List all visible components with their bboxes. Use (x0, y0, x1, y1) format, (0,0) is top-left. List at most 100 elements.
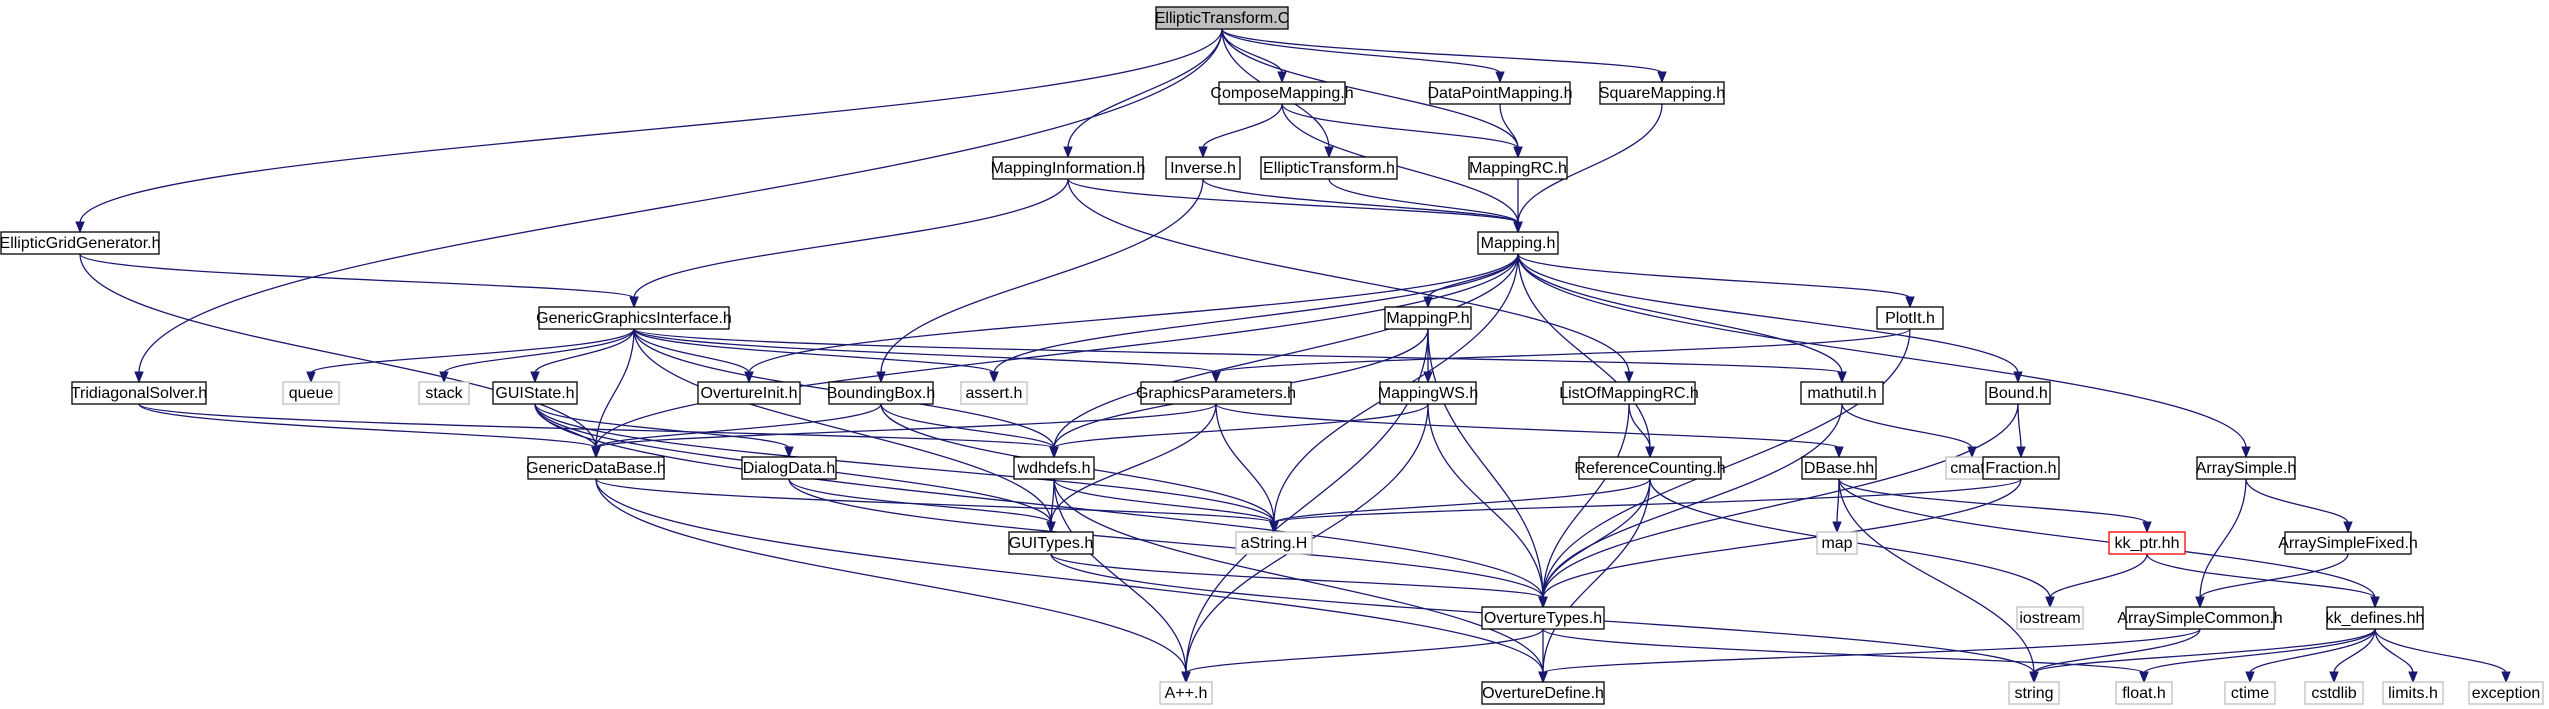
node-mapping-h[interactable]: Mapping.h (1477, 231, 1559, 255)
edge-line (1427, 403, 1544, 599)
node-dbase-hh[interactable]: DBase.hh (1801, 456, 1877, 480)
edge-line (1838, 478, 2148, 524)
node-inverse-h[interactable]: Inverse.h (1165, 156, 1241, 180)
edge-referencecounting-h-to-overturetypes-h (1538, 478, 1651, 609)
node-mathutil-h[interactable]: mathutil.h (1800, 381, 1884, 405)
edge-arrowhead (1181, 671, 1191, 684)
edge-line (1215, 403, 1275, 524)
node-composemapping-h[interactable]: ComposeMapping.h (1210, 81, 1354, 105)
node-label: GenericDataBase.h (526, 460, 666, 477)
edge-line (2033, 628, 2201, 674)
edge-line (1215, 403, 1840, 449)
node-box (1599, 81, 1725, 105)
node-astring-h[interactable]: aString.H (1235, 531, 1313, 555)
node-mappingp-h[interactable]: MappingP.h (1384, 306, 1472, 330)
node-queue[interactable]: queue (282, 381, 340, 405)
node-genericgraphicsinterface-h[interactable]: GenericGraphicsInterface.h (536, 306, 732, 330)
node-label: MappingWS.h (1378, 385, 1479, 402)
edge-arrowhead (2013, 371, 2023, 384)
node-kk-ptr-hh[interactable]: kk_ptr.hh (2108, 531, 2186, 555)
node-label: aString.H (1241, 535, 1308, 552)
node-exception[interactable]: exception (2468, 681, 2544, 705)
node-datapointmapping-h[interactable]: DataPointMapping.h (1428, 81, 1573, 105)
edge-overturetypes-h-to-aplusplus-h (1181, 628, 1544, 684)
edge-arrowhead (2142, 521, 2152, 534)
edge-line (443, 328, 635, 374)
edge-line (633, 178, 1069, 299)
node-overturedefine-h[interactable]: OvertureDefine.h (1481, 681, 1605, 705)
node-arraysimplefixed-h[interactable]: ArraySimpleFixed.h (2278, 531, 2418, 555)
edge-kk-ptr-hh-to-iostream (2045, 553, 2148, 609)
node-label: GenericGraphicsInterface.h (536, 310, 732, 327)
node-box (1468, 156, 1568, 180)
edge-plotit-h-to-graphicsparameters-h (1211, 328, 1911, 384)
edge-line (595, 253, 1519, 449)
node-kk-defines-hh[interactable]: kk_defines.hh (2326, 606, 2425, 630)
node-assert-h[interactable]: assert.h (960, 381, 1028, 405)
node-guitypes-h[interactable]: GUITypes.h (1008, 531, 1094, 555)
node-aplusplus-h[interactable]: A++.h (1159, 681, 1213, 705)
node-label: ArraySimpleCommon.h (2117, 610, 2282, 627)
node-arraysimple-h[interactable]: ArraySimple.h (2196, 456, 2296, 480)
node-box (1235, 531, 1313, 555)
edge-dialogdata-h-to-guitypes-h (788, 478, 1056, 534)
edge-line (1628, 403, 1651, 449)
edge-arrowhead (2370, 596, 2380, 609)
edge-line (1517, 253, 2019, 374)
node-mappingws-h[interactable]: MappingWS.h (1378, 381, 1479, 405)
node-ctime[interactable]: ctime (2224, 681, 2276, 705)
node-plotit-h[interactable]: PlotIt.h (1876, 306, 1944, 330)
edge-arrowhead (2195, 596, 2205, 609)
edge-line (1838, 478, 2035, 674)
node-mappinginformation-h[interactable]: MappingInformation.h (991, 156, 1146, 180)
node-referencecounting-h[interactable]: ReferenceCounting.h (1574, 456, 1726, 480)
node-box (960, 381, 1028, 405)
node-elliptictransform-h[interactable]: EllipticTransform.h (1260, 156, 1398, 180)
edge-elliptictransform-h-to-mapping-h (1328, 178, 1523, 234)
node-fraction-h[interactable]: Fraction.h (1982, 456, 2060, 480)
node-limits-h[interactable]: limits.h (2382, 681, 2444, 705)
node-box (1429, 81, 1571, 105)
edge-graphicsparameters-h-to-astring-h (1215, 403, 1279, 534)
node-dialogdata-h[interactable]: DialogData.h (741, 456, 837, 480)
node-label: GUITypes.h (1009, 535, 1093, 552)
node-wdhdefs-h[interactable]: wdhdefs.h (1013, 456, 1095, 480)
node-guistate-h[interactable]: GUIState.h (492, 381, 578, 405)
node-mappingrc-h[interactable]: MappingRC.h (1468, 156, 1568, 180)
node-stack[interactable]: stack (418, 381, 470, 405)
node-elliptictransform-c[interactable]: EllipticTransform.C (1155, 6, 1290, 30)
node-squaremapping-h[interactable]: SquareMapping.h (1599, 81, 1725, 105)
node-label: ctime (2231, 685, 2269, 702)
node-tridiagonalsolver-h[interactable]: TridiagonalSolver.h (71, 381, 207, 405)
edge-arrowhead (2045, 596, 2055, 609)
edge-line (1053, 478, 1275, 524)
edge-inverse-h-to-mapping-h (1202, 178, 1523, 234)
node-float-h[interactable]: float.h (2115, 681, 2173, 705)
node-iostream[interactable]: iostream (2016, 606, 2084, 630)
node-ellipticgridgenerator-h[interactable]: EllipticGridGenerator.h (0, 231, 160, 255)
node-genericdatabase-h[interactable]: GenericDataBase.h (526, 456, 666, 480)
edge-arrowhead (1495, 71, 1505, 84)
node-map[interactable]: map (1816, 531, 1858, 555)
node-overtureinit-h[interactable]: OvertureInit.h (697, 381, 801, 405)
node-overturetypes-h[interactable]: OvertureTypes.h (1481, 606, 1605, 630)
node-label: A++.h (1165, 685, 1208, 702)
node-boundingbox-h[interactable]: BoundingBox.h (827, 381, 936, 405)
node-bound-h[interactable]: Bound.h (1985, 381, 2051, 405)
edge-arrowhead (1837, 371, 1847, 384)
edge-mappinginformation-h-to-genericgraphicsinterface-h (629, 178, 1069, 309)
node-arraysimplecommon-h[interactable]: ArraySimpleCommon.h (2117, 606, 2283, 630)
edge-line (1281, 103, 1519, 149)
edge-arrowhead (439, 371, 449, 384)
edge-line (79, 28, 1223, 224)
node-listofmappingrc-h[interactable]: ListOfMappingRC.h (1559, 381, 1699, 405)
node-label: DataPointMapping.h (1428, 85, 1573, 102)
edge-genericgraphicsinterface-h-to-genericdatabase-h (591, 328, 635, 459)
edge-line (633, 328, 1052, 524)
node-box (2224, 681, 2276, 705)
node-graphicsparameters-h[interactable]: GraphicsParameters.h (1136, 381, 1296, 405)
node-string[interactable]: string (2008, 681, 2060, 705)
node-cstdlib[interactable]: cstdlib (2304, 681, 2364, 705)
node-box (1384, 306, 1472, 330)
edge-line (595, 403, 882, 449)
